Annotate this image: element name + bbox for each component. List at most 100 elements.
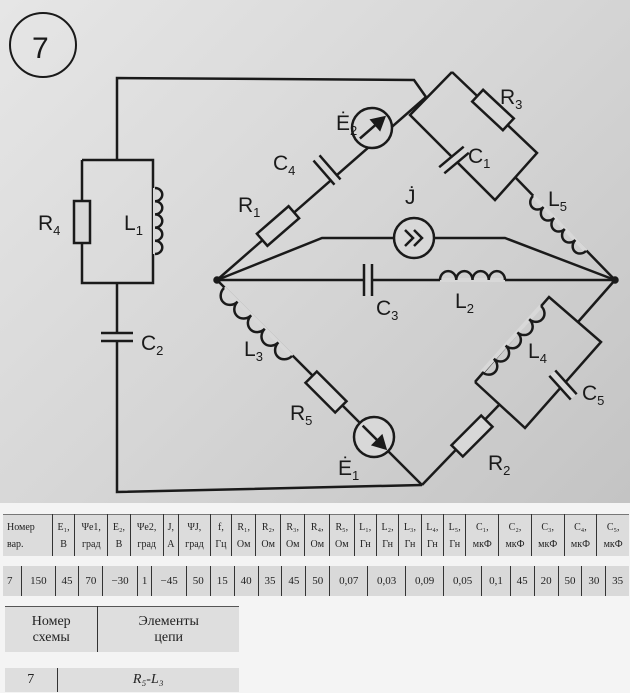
capacitor-c2 — [101, 331, 133, 343]
scheme-value-cell: 7 — [5, 668, 58, 692]
params-header-cell: R₅,Ом — [329, 514, 355, 556]
params-header-cell: C₃,мкФ — [530, 514, 565, 556]
params-header-cell: E₁,В — [51, 514, 75, 556]
params-header-cell: L₁,Гн — [353, 514, 377, 556]
inductor-l4 — [480, 304, 546, 376]
scheme-number: 7 — [32, 32, 49, 65]
inductor-l3 — [219, 286, 294, 361]
params-header-cell: L₂,Гн — [375, 514, 399, 556]
label-l4: L4 — [528, 340, 547, 366]
params-value-cell: 0,1 — [481, 566, 511, 596]
params-header-cell: C₄,мкФ — [563, 514, 597, 556]
params-value-cell: 0,05 — [443, 566, 482, 596]
resistor-r5 — [303, 369, 349, 415]
params-value-cell: 50 — [305, 566, 330, 596]
params-value-cell: 45 — [281, 566, 306, 596]
params-value-cell: 30 — [581, 566, 606, 596]
params-value-cell: 50 — [185, 566, 211, 596]
circuit-photo: 7 Ė2 C4 R1 R3 C1 J̇ L5 R4 L1 C3 L2 C2 L3… — [0, 0, 630, 503]
scheme-value-cell: R₅-L₃ — [56, 668, 239, 692]
scheme-number-circle — [9, 12, 77, 78]
params-value-cell: 70 — [78, 566, 103, 596]
resistor-r1 — [255, 204, 301, 248]
params-value-cell: 0,07 — [329, 566, 368, 596]
params-value-cell: 15 — [209, 566, 235, 596]
label-l2: L2 — [455, 290, 474, 316]
params-header-cell: L₃,Гн — [398, 514, 422, 556]
label-r5: R5 — [290, 402, 312, 428]
params-value-cell: −30 — [102, 566, 138, 596]
inductor-l2 — [438, 269, 507, 282]
params-header-cell: C₁,мкФ — [465, 514, 499, 556]
params-value-cell: 45 — [509, 566, 535, 596]
capacitor-c3 — [362, 264, 374, 296]
capacitor-c1 — [438, 145, 470, 175]
emf-source-e1 — [352, 415, 396, 459]
params-header-cell: R₁,Ом — [230, 514, 256, 556]
label-e1: Ė1 — [338, 457, 359, 483]
label-r1: R1 — [238, 194, 260, 220]
inductor-l5 — [529, 194, 588, 255]
wire — [115, 283, 423, 494]
label-l5: L5 — [548, 188, 567, 214]
capacitor-c5 — [548, 369, 578, 401]
params-header-cell: L₄,Гн — [420, 514, 444, 556]
params-value-cell: 35 — [257, 566, 282, 596]
resistor-r2 — [449, 413, 495, 459]
params-header-cell: f,Гц — [209, 514, 232, 556]
params-header-cell: ΨJ,град — [177, 514, 211, 556]
params-header-cell: C₅,мкФ — [596, 514, 629, 556]
params-value-cell: 0,09 — [405, 566, 444, 596]
params-header-cell: L₅,Гн — [443, 514, 466, 556]
wire — [216, 96, 427, 281]
label-c3: C3 — [376, 297, 398, 323]
wire — [408, 71, 539, 202]
params-header-cell: R₂,Ом — [255, 514, 281, 556]
params-header-cell: R₃,Ом — [279, 514, 305, 556]
label-r4: R4 — [38, 212, 60, 238]
params-value-cell: 35 — [605, 566, 629, 596]
wire — [577, 279, 616, 323]
resistor-r3 — [470, 88, 516, 132]
node — [213, 276, 221, 284]
params-header-cell: Ψe1,град — [74, 514, 108, 556]
label-c2: C2 — [141, 332, 163, 358]
params-value-cell: 20 — [533, 566, 559, 596]
params-value-cell: 150 — [21, 566, 56, 596]
params-value-cell: 7 — [3, 566, 22, 596]
params-header-cell: E₂,В — [107, 514, 131, 556]
node — [611, 276, 619, 284]
params-value-cell: 45 — [54, 566, 79, 596]
params-value-cell: −45 — [151, 566, 187, 596]
label-c4: C4 — [273, 152, 295, 178]
params-header-cell: J,А — [162, 514, 179, 556]
inductor-l1 — [153, 186, 164, 256]
params-header-cell: Ψe2,град — [129, 514, 164, 556]
label-e2: Ė2 — [336, 112, 357, 138]
params-value-cell: 0,03 — [367, 566, 406, 596]
label-r3: R3 — [500, 86, 522, 112]
wire — [115, 76, 428, 160]
resistor-r4 — [72, 199, 92, 245]
capacitor-c4 — [312, 154, 342, 186]
params-header-cell: C₂,мкФ — [498, 514, 532, 556]
label-l3: L3 — [244, 338, 263, 364]
circuit-diagram: 7 Ė2 C4 R1 R3 C1 J̇ L5 R4 L1 C3 L2 C2 L3… — [9, 12, 619, 494]
label-j: J̇ — [405, 186, 416, 209]
label-c5: C5 — [582, 382, 604, 408]
label-r2: R2 — [488, 452, 510, 478]
params-value-cell: 50 — [557, 566, 582, 596]
label-l1: L1 — [124, 212, 143, 238]
params-value-cell: 40 — [233, 566, 259, 596]
label-c1: C1 — [468, 145, 490, 171]
params-header-cell: R₄,Ом — [304, 514, 330, 556]
wire — [80, 158, 155, 285]
current-source-j — [392, 216, 436, 260]
